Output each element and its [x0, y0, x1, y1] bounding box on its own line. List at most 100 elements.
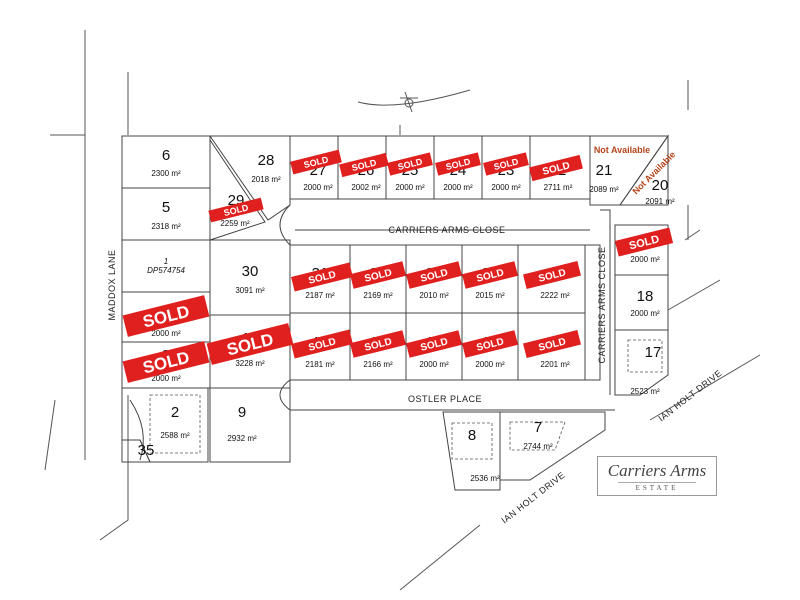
sold-banner-lot-25: SOLD [387, 152, 433, 176]
sold-banner-bg [529, 154, 583, 182]
lot-28-area: 2018 m² [251, 175, 281, 184]
street-carriers-arms-close-vertical: CARRIERS ARMS CLOSE [597, 246, 607, 363]
lot-14-area: 2000 m² [475, 360, 505, 369]
lot-1-number: 1 [164, 257, 168, 266]
lot-10-area: 3228 m² [235, 359, 265, 368]
sold-banner-bg [206, 323, 294, 365]
sold-banner-bg [405, 261, 463, 289]
lot-35-number[interactable]: 35 [138, 442, 155, 459]
lot-31-area: 2187 m² [305, 291, 335, 300]
lot-30-area: 3091 m² [235, 286, 265, 295]
lot-13-area: 2000 m² [419, 360, 449, 369]
estate-logo: Carriers Arms ESTATE [597, 456, 717, 496]
sold-banner-bg [349, 330, 407, 358]
lot-6-number[interactable]: 6 [162, 147, 170, 164]
lot-27-area: 2000 m² [303, 183, 333, 192]
lots-outline [121, 134, 669, 491]
lot-9-number[interactable]: 9 [238, 404, 246, 421]
lot-20-number[interactable]: 20 [652, 177, 669, 194]
lot-21-number[interactable]: 21 [596, 162, 613, 179]
sold-banner-lot-26: SOLD [339, 152, 389, 178]
sold-banner-lot-15: SOLD [523, 329, 581, 359]
building-envelopes [149, 339, 663, 460]
sold-banner-lot-34: SOLD [461, 261, 519, 289]
lot-12-area: 2166 m² [363, 360, 393, 369]
sold-banner-bg [122, 341, 210, 383]
sold-banner-bg [208, 197, 264, 223]
lot-23-area: 2000 m² [491, 183, 521, 192]
lot-1-dp: DP574754 [147, 266, 185, 275]
sold-banner-bg [122, 295, 210, 337]
sold-banner-lot-33: SOLD [405, 261, 463, 289]
lot-9-area: 2932 m² [227, 434, 257, 443]
lot-7-number[interactable]: 7 [534, 419, 542, 436]
lot-2-number[interactable]: 2 [171, 404, 179, 421]
lot-7-area: 2744 m² [523, 442, 553, 451]
lot-19-area: 2000 m² [630, 255, 660, 264]
sold-banner-lot-23: SOLD [483, 152, 529, 176]
boundary-lines [44, 30, 761, 591]
lot-32-area: 2169 m² [363, 291, 393, 300]
sold-banner-bg [461, 330, 519, 358]
lot-17-number[interactable]: 17 [645, 344, 662, 361]
sold-banner-bg [435, 152, 481, 176]
lot-25-area: 2000 m² [395, 183, 425, 192]
lot-28-number[interactable]: 28 [258, 152, 275, 169]
lot-20-area: 2091 m² [645, 197, 675, 206]
sold-banner-lot-12: SOLD [349, 330, 407, 358]
lot-33-area: 2010 m² [419, 291, 449, 300]
lot-22-area: 2711 m² [544, 183, 573, 192]
lot-8-number[interactable]: 8 [468, 427, 476, 444]
lot-4-area: 2000 m² [151, 329, 181, 338]
sold-banner-bg [339, 152, 389, 178]
sold-banner-bg [483, 152, 529, 176]
sold-banner-bg [291, 262, 353, 292]
lot-5-number[interactable]: 5 [162, 199, 170, 216]
sold-banner-lot-24: SOLD [435, 152, 481, 176]
sold-banner-bg [614, 227, 674, 257]
lot-5-area: 2318 m² [151, 222, 181, 231]
sold-banner-lot-27: SOLD [290, 149, 342, 175]
lot-11-area: 2181 m² [305, 360, 335, 369]
sold-banner-lot-31: SOLD [291, 262, 353, 292]
lot-26-area: 2002 m² [351, 183, 381, 192]
sold-banner-lot-19: SOLD [614, 227, 674, 257]
sold-banner-lot-36: SOLD [523, 260, 581, 290]
street-ostler-place: OSTLER PLACE [408, 394, 482, 404]
lot-3-area: 2000 m² [151, 374, 181, 383]
lot-18-area: 2000 m² [630, 309, 660, 318]
street-maddox-lane: MADDOX LANE [107, 249, 117, 320]
sold-banner-bg [290, 149, 342, 175]
sold-banner-lot-13: SOLD [405, 330, 463, 358]
north-arrow-icon [357, 89, 471, 113]
sold-banner-lot-11: SOLD [291, 329, 353, 359]
lot-36-area: 2222 m² [540, 291, 570, 300]
lot-34-area: 2015 m² [475, 291, 505, 300]
lot-15-area: 2201 m² [540, 360, 570, 369]
lot-6-area: 2300 m² [151, 169, 181, 178]
lot-18-number[interactable]: 18 [637, 288, 654, 305]
lot-24-area: 2000 m² [443, 183, 473, 192]
lot-1-label: 1 DP574754 [147, 257, 185, 275]
sold-banner-bg [461, 261, 519, 289]
sold-banner-lot-32: SOLD [349, 261, 407, 289]
lot-29-area: 2259 m² [220, 219, 250, 228]
sold-banner-bg [291, 329, 353, 359]
sold-banner-lot-14: SOLD [461, 330, 519, 358]
sold-banner-bg [387, 152, 433, 176]
sold-banner-lot-29: SOLD [208, 197, 264, 223]
sold-banner-bg [523, 260, 581, 290]
lot-8-area: 2536 m² [470, 474, 500, 483]
estate-logo-sub: ESTATE [618, 482, 696, 493]
sold-banner-bg [405, 330, 463, 358]
lot-30-number[interactable]: 30 [242, 263, 259, 280]
lot-17-area: 2523 m² [630, 387, 660, 396]
estate-logo-name: Carriers Arms [607, 461, 707, 480]
sold-banner-bg [523, 329, 581, 359]
lot-21-area: 2089 m² [589, 185, 619, 194]
not-available-lot-21: Not Available [594, 145, 650, 155]
street-carriers-arms-close: CARRIERS ARMS CLOSE [388, 225, 505, 235]
sold-banner-bg [349, 261, 407, 289]
